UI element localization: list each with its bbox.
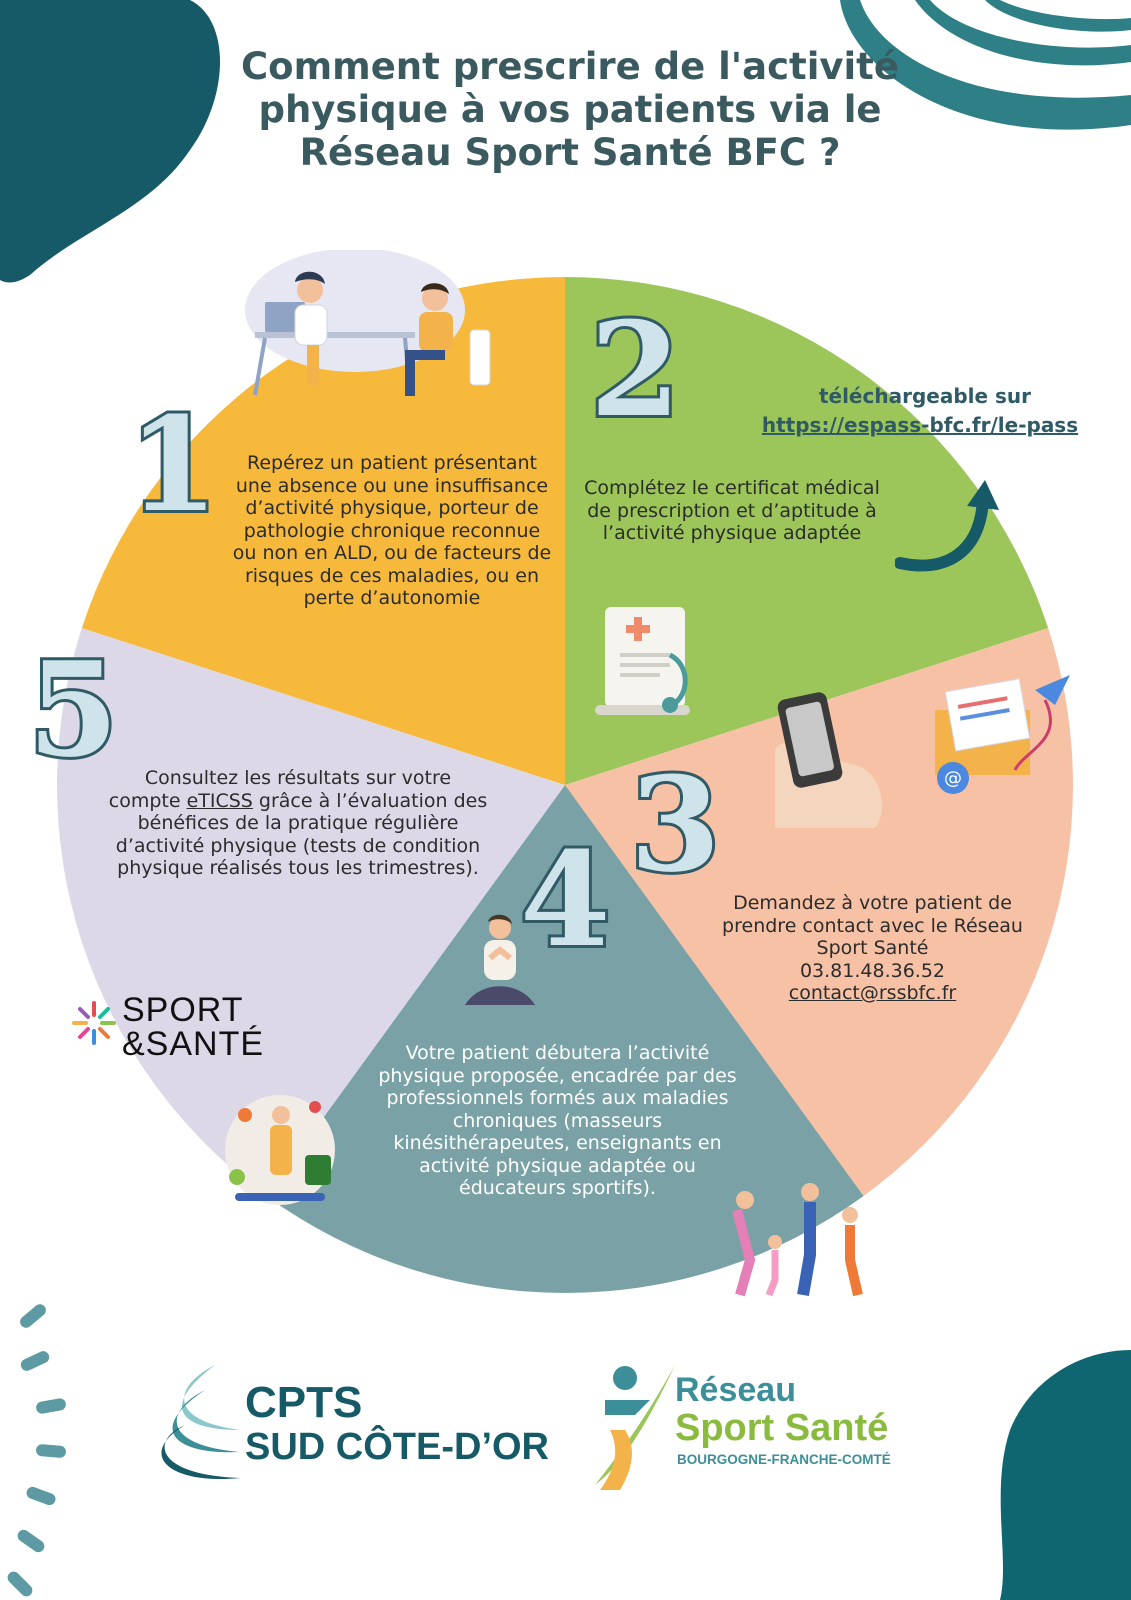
download-label: téléchargeable sur	[818, 384, 1032, 408]
step-2-text: Complétez le certificat médical de presc…	[584, 477, 880, 544]
rss-runner-icon	[595, 1365, 675, 1490]
cpts-logo: CPTS SUD CÔTE-D’OR	[145, 1360, 549, 1490]
curved-arrow-icon	[895, 480, 999, 572]
wheel-segment-2	[565, 277, 1049, 785]
step-3-block: Demandez à votre patient de prendre cont…	[700, 892, 1045, 1005]
sport-sante-line2: &SANTÉ	[122, 1025, 265, 1063]
wheel-segment-1	[81, 277, 566, 785]
step-3-number: 3	[627, 748, 724, 901]
step-3-email-link[interactable]: contact@rssbfc.fr	[788, 982, 957, 1004]
download-url-link[interactable]: https://espass-bfc.fr/le-pass	[761, 413, 1079, 437]
sport-sante-line1: SPORT	[122, 991, 244, 1029]
top-left-blob	[0, 0, 220, 283]
medical-certificate-icon	[595, 607, 690, 715]
svg-text:@: @	[944, 768, 962, 789]
cpts-wave-icon	[161, 1365, 240, 1480]
phone-hand-icon	[775, 692, 883, 828]
doctor-consultation-icon	[245, 250, 491, 396]
top-right-swirl	[840, 0, 1131, 130]
step-5-text: Consultez les résultats sur votre compte…	[108, 767, 488, 879]
wheel-segment-4	[266, 785, 864, 1294]
rss-logo: Réseau Sport Santé BOURGOGNE-FRANCHE-COM…	[580, 1360, 980, 1500]
step-4-number: 4	[517, 823, 614, 976]
bottom-left-dashes	[7, 1304, 66, 1597]
cpts-line1: CPTS	[245, 1378, 363, 1427]
cpts-line2: SUD CÔTE-D’OR	[245, 1426, 549, 1468]
step-3-text: Demandez à votre patient de prendre cont…	[722, 892, 1023, 959]
sport-sante-logo: SPORT &SANTÉ	[72, 993, 292, 1063]
step-4-text: Votre patient débutera l’activité physiq…	[378, 1042, 737, 1199]
wheel-segment-5	[57, 628, 566, 1196]
step-1-text: Repérez un patient présentant une absenc…	[232, 452, 552, 609]
sports-collage-icon	[225, 1095, 335, 1205]
family-exercise-icon	[732, 1183, 863, 1297]
bottom-right-blob	[1000, 1350, 1131, 1600]
sport-sante-burst-icon	[72, 1001, 116, 1045]
rss-line2: Sport Santé	[675, 1407, 889, 1449]
page-title: Comment prescrire de l'activité physique…	[241, 45, 899, 174]
eticss-link[interactable]: eTICSS	[186, 789, 253, 812]
rss-line1: Réseau	[675, 1371, 796, 1409]
rss-line3: BOURGOGNE-FRANCHE-COMTÉ	[677, 1452, 891, 1467]
step-3-phone: 03.81.48.36.52	[799, 959, 946, 982]
step-2-number: 2	[587, 293, 684, 446]
email-envelope-icon: @	[935, 675, 1070, 794]
step-5-number: 5	[25, 633, 122, 786]
step-1-number: 1	[125, 388, 222, 541]
yoga-person-icon	[465, 914, 535, 1005]
